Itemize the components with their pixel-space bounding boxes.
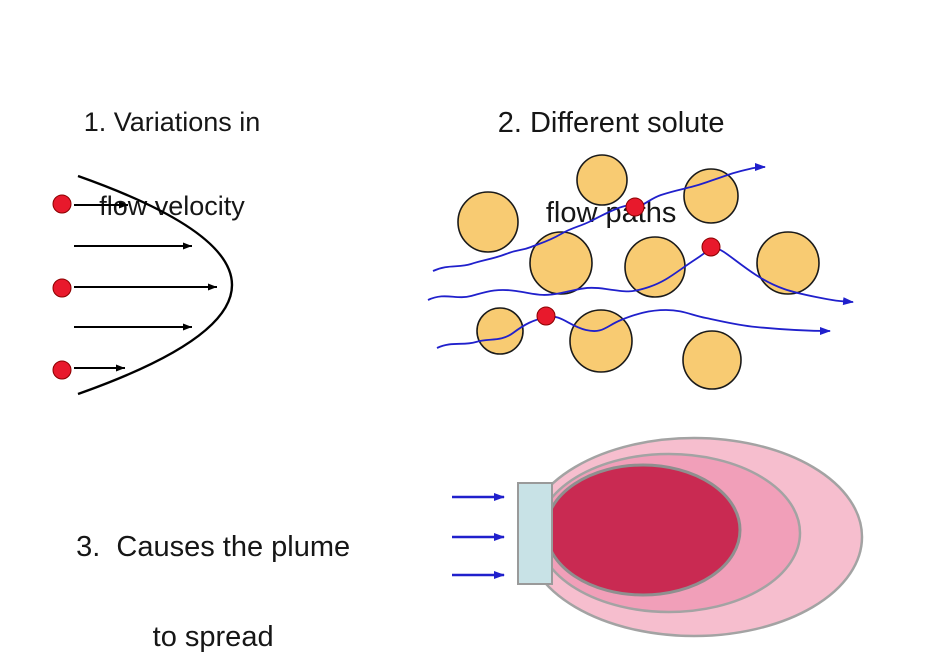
soil-grain: [576, 154, 628, 206]
soil-grain: [624, 236, 686, 298]
soil-grain: [682, 330, 742, 390]
tracer-particle: [52, 360, 72, 380]
soil-grain: [457, 191, 519, 253]
plume-inner-ellipse: [544, 463, 742, 597]
soil-grain: [683, 168, 739, 224]
solute-particle: [625, 197, 645, 217]
tracer-particle: [52, 194, 72, 214]
caption-line: flow paths: [545, 196, 677, 229]
flow-path: [436, 309, 831, 349]
velocity-profile: [52, 174, 233, 396]
caption-line: 3. Causes the plume: [76, 530, 351, 563]
flow-paths: [427, 163, 854, 349]
porous-medium: [427, 154, 854, 390]
soil-grain: [529, 231, 593, 295]
solute-particle: [536, 306, 556, 326]
tracer-particle: [52, 278, 72, 298]
caption-different-solute-flow-paths: 2. Different solute flow paths: [428, 56, 762, 281]
source-zone: [517, 482, 553, 585]
flow-path: [432, 163, 766, 272]
caption-line: 2. Different solute: [497, 106, 725, 139]
soil-grain: [756, 231, 820, 295]
soil-grain: [476, 307, 524, 355]
soil-grain: [569, 309, 633, 373]
caption-line: 1. Variations in: [83, 106, 261, 137]
inflow-arrows: [452, 493, 505, 579]
solute-particles: [536, 197, 721, 326]
solute-particle: [701, 237, 721, 257]
plume-spread: [452, 436, 864, 638]
caption-causes-plume-to-spread: 3. Causes the plume to spread: [20, 480, 374, 664]
flow-path: [427, 246, 854, 306]
soil-grains: [457, 154, 820, 390]
caption-line: to spread: [152, 620, 274, 653]
velocity-arrows: [74, 201, 217, 372]
tracer-particles: [52, 194, 72, 380]
velocity-profile-curve: [77, 174, 233, 396]
